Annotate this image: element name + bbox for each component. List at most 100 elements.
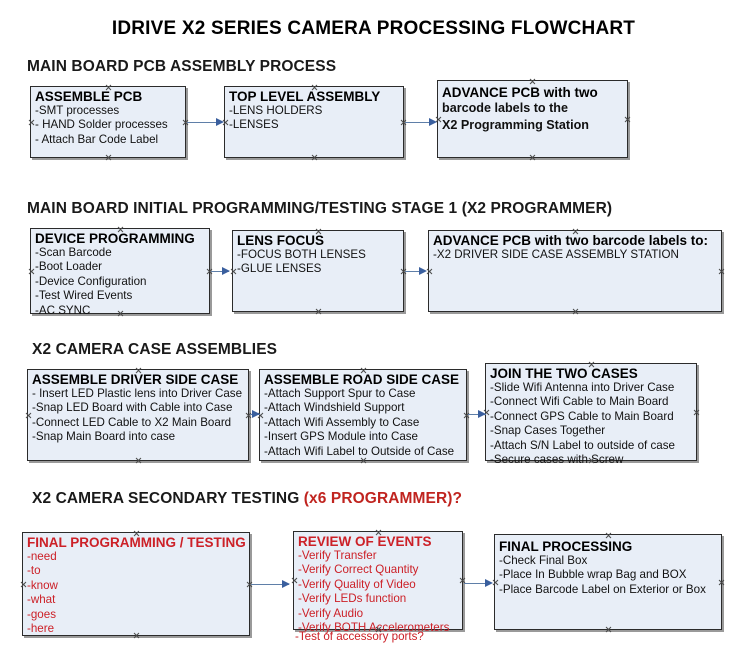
- box-line: -Verify Correct Quantity: [298, 563, 419, 577]
- connector-handle-right[interactable]: [245, 412, 252, 419]
- connector-handle-left[interactable]: [20, 581, 27, 588]
- connector-handle-bottom[interactable]: [117, 310, 124, 317]
- box-line: - Insert LED Plastic lens into Driver Ca…: [32, 387, 243, 400]
- connector-handle-bottom[interactable]: [315, 308, 322, 315]
- box-line: -need: [27, 550, 57, 563]
- connector-top-level-to-advance: [405, 122, 432, 123]
- section-heading-main-board-initial-programming: MAIN BOARD INITIAL PROGRAMMING/TESTING S…: [27, 200, 613, 217]
- connector-handle-right[interactable]: [718, 579, 725, 586]
- connector-handle-top[interactable]: [117, 226, 124, 233]
- connector-handle-top[interactable]: [375, 529, 382, 536]
- box-header: DEVICE PROGRAMMING: [35, 231, 195, 246]
- box-top-level-assembly[interactable]: TOP LEVEL ASSEMBLY -LENS HOLDERS -LENSES: [224, 86, 404, 158]
- box-header: FINAL PROCESSING: [499, 539, 633, 554]
- connector-handle-top[interactable]: [588, 361, 595, 368]
- box-final-programming-testing[interactable]: FINAL PROGRAMMING / TESTING -need -to -k…: [22, 532, 250, 636]
- box-assemble-driver-side-case[interactable]: ASSEMBLE DRIVER SIDE CASE - Insert LED P…: [27, 369, 249, 461]
- connector-handle-top[interactable]: [529, 78, 536, 85]
- box-line: -SMT processes: [35, 104, 120, 117]
- box-device-programming[interactable]: DEVICE PROGRAMMING -Scan Barcode -Boot L…: [28, 226, 210, 317]
- box-line: -Verify LEDs function: [298, 592, 407, 606]
- box-header: REVIEW OF EVENTS: [298, 534, 432, 549]
- connector-handle-top[interactable]: [572, 228, 579, 235]
- connector-handle-right[interactable]: [463, 412, 470, 419]
- box-header: ASSEMBLE DRIVER SIDE CASE: [32, 372, 239, 387]
- connector-handle-bottom[interactable]: [105, 154, 112, 161]
- connector-handle-bottom[interactable]: [588, 457, 595, 464]
- page-title: IDRIVE X2 SERIES CAMERA PROCESSING FLOWC…: [111, 18, 636, 39]
- box-line: -LENS HOLDERS: [229, 104, 323, 117]
- box-assemble-pcb[interactable]: ASSEMBLE PCB -SMT processes - HAND Solde…: [30, 86, 186, 158]
- box-header: ASSEMBLE ROAD SIDE CASE: [264, 372, 460, 387]
- box-header: ADVANCE PCB with two barcode labels to:: [433, 233, 709, 248]
- connector-handle-bottom[interactable]: [572, 308, 579, 315]
- box-line: -Place In Bubble wrap Bag and BOX: [499, 568, 687, 582]
- box-line: -Attach S/N Label to outside of case: [490, 438, 675, 452]
- connector-review-to-final-processing: [464, 583, 490, 584]
- box-line: -here: [27, 622, 55, 636]
- box-advance-pcb-programming-station[interactable]: ADVANCE PCB with two barcode labels to t…: [437, 80, 628, 158]
- arrow-head-icon: [478, 409, 486, 418]
- connector-handle-bottom[interactable]: [360, 457, 367, 464]
- arrow-head-icon: [419, 266, 427, 275]
- connector-handle-top[interactable]: [135, 367, 142, 374]
- connector-handle-top[interactable]: [105, 84, 112, 91]
- box-review-of-events[interactable]: REVIEW OF EVENTS -Verify Transfer -Verif…: [291, 529, 463, 634]
- connector-handle-bottom[interactable]: [529, 154, 536, 161]
- box-advance-pcb-driver-side-station[interactable]: ADVANCE PCB with two barcode labels to: …: [428, 230, 722, 312]
- box-line: -AC SYNC: [35, 303, 91, 317]
- box-line: - HAND Solder processes: [35, 118, 168, 132]
- connector-handle-left[interactable]: [28, 268, 35, 275]
- connector-handle-right[interactable]: [624, 116, 631, 123]
- connector-handle-left[interactable]: [25, 412, 32, 419]
- connector-handle-top[interactable]: [605, 532, 612, 539]
- connector-handle-top[interactable]: [360, 367, 367, 374]
- box-header: TOP LEVEL ASSEMBLY: [229, 89, 381, 104]
- arrow-head-icon: [216, 117, 224, 126]
- box-line: - Attach Bar Code Label: [35, 132, 159, 146]
- box-line: X2 Programming Station: [442, 117, 589, 132]
- connector-handle-left[interactable]: [28, 119, 35, 126]
- box-line: -LENSES: [229, 118, 279, 132]
- box-line: -Connect LED Cable to X2 Main Board: [32, 415, 232, 429]
- box-line: -Attach Windshield Support: [264, 401, 405, 415]
- box-line: -Verify Transfer: [298, 549, 377, 562]
- box-final-processing[interactable]: FINAL PROCESSING -Check Final Box -Place…: [494, 534, 722, 630]
- connector-handle-bottom[interactable]: [133, 632, 140, 639]
- section-heading-text: X2 CAMERA SECONDARY TESTING: [32, 490, 304, 507]
- box-line: -Slide Wifi Antenna into Driver Case: [490, 381, 675, 394]
- box-line: -Snap Cases Together: [490, 424, 606, 438]
- connector-handle-right[interactable]: [693, 409, 700, 416]
- box-line: -Connect Wifi Cable to Main Board: [490, 395, 669, 409]
- box-line: -Snap LED Board with Cable into Case: [32, 401, 233, 415]
- box-line: -Place Barcode Label on Exterior or Box: [499, 582, 706, 596]
- box-line-overflow: -Test of accessory ports?: [295, 630, 424, 643]
- section-heading-x2-camera-secondary-testing: X2 CAMERA SECONDARY TESTING (x6 PROGRAMM…: [32, 490, 462, 508]
- section-heading-main-board-pcb-assembly: MAIN BOARD PCB ASSEMBLY PROCESS: [27, 58, 337, 75]
- box-line: -Scan Barcode: [35, 246, 112, 259]
- box-line: -Attach Wifi Label to Outside of Case: [264, 444, 455, 458]
- box-line: -Boot Loader: [35, 260, 103, 274]
- connector-device-programming-to-lens-focus: [211, 271, 229, 272]
- connector-handle-bottom[interactable]: [135, 457, 142, 464]
- connector-handle-bottom[interactable]: [311, 154, 318, 161]
- arrow-head-icon: [252, 409, 260, 418]
- connector-handle-top[interactable]: [311, 84, 318, 91]
- box-join-the-two-cases[interactable]: JOIN THE TWO CASES -Slide Wifi Antenna i…: [485, 361, 700, 466]
- box-line: -Insert GPS Module into Case: [264, 430, 419, 444]
- arrow-head-icon: [429, 117, 437, 126]
- connector-handle-left[interactable]: [291, 577, 298, 584]
- connector-handle-left[interactable]: [230, 268, 237, 275]
- box-lens-focus[interactable]: LENS FOCUS -FOCUS BOTH LENSES -GLUE LENS…: [232, 230, 404, 312]
- box-line: -Attach Support Spur to Case: [264, 387, 416, 400]
- connector-handle-top[interactable]: [133, 530, 140, 537]
- box-line: -X2 DRIVER SIDE CASE ASSEMBLY STATION: [433, 248, 679, 261]
- box-assemble-road-side-case[interactable]: ASSEMBLE ROAD SIDE CASE -Attach Support …: [259, 369, 467, 461]
- connector-handle-right[interactable]: [718, 268, 725, 275]
- connector-handle-bottom[interactable]: [605, 626, 612, 633]
- box-line: -Connect GPS Cable to Main Board: [490, 409, 674, 423]
- connector-handle-top[interactable]: [315, 228, 322, 235]
- box-line: -Test Wired Events: [35, 289, 133, 303]
- box-line: -Snap Main Board into case: [32, 430, 176, 444]
